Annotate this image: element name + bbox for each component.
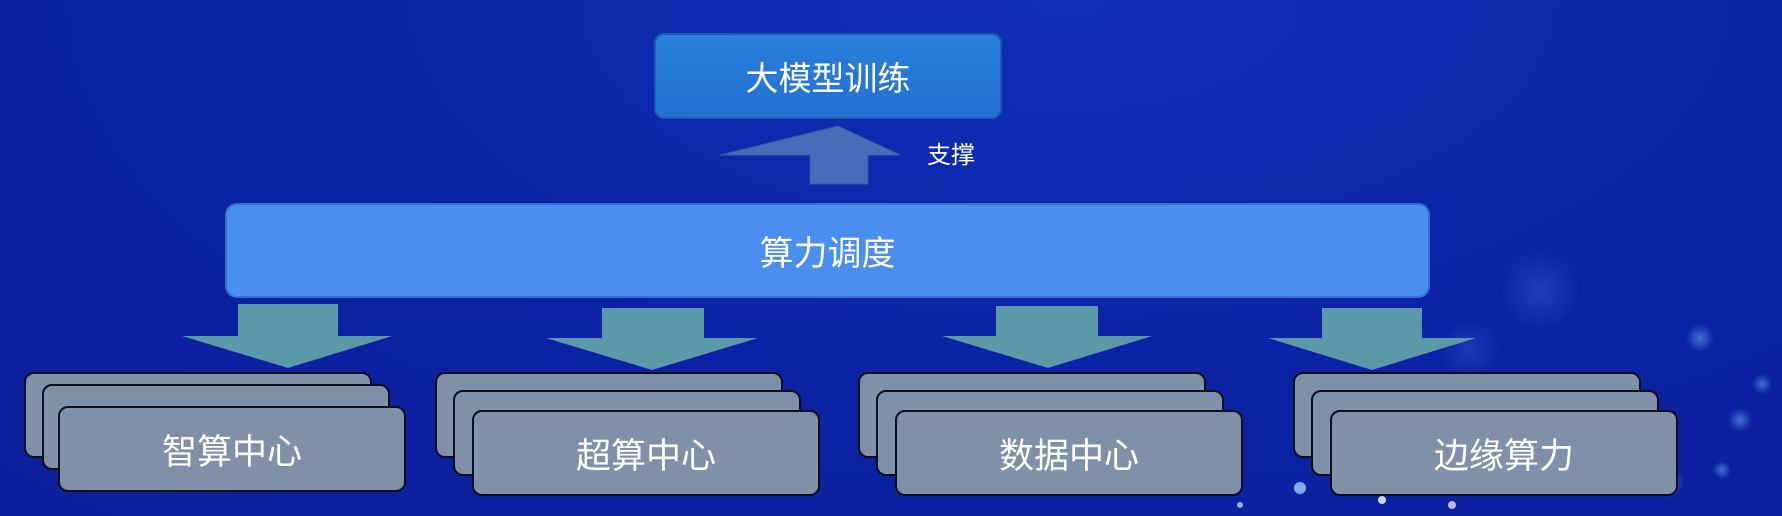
top-node-box: 大模型训练 <box>654 33 1002 119</box>
center-label-1: 智算中心 <box>161 432 302 473</box>
up-arrow <box>719 125 901 185</box>
down-arrow-4 <box>1268 308 1476 370</box>
scheduler-node-label: 算力调度 <box>759 234 896 274</box>
down-arrow-2 <box>546 308 758 370</box>
center-label-4: 边缘算力 <box>1433 436 1574 477</box>
center-card-3: 数据中心 <box>895 410 1243 496</box>
center-card-1: 智算中心 <box>58 406 406 492</box>
center-label-2: 超算中心 <box>575 436 716 477</box>
top-node-label: 大模型训练 <box>745 59 911 98</box>
center-label-3: 数据中心 <box>998 436 1139 477</box>
support-label: 支撑 <box>927 141 975 169</box>
center-card-4: 边缘算力 <box>1330 410 1678 496</box>
center-card-2: 超算中心 <box>472 410 820 496</box>
down-arrow-1 <box>182 304 392 368</box>
scheduler-node-box: 算力调度 <box>225 203 1430 298</box>
down-arrow-3 <box>942 306 1152 368</box>
